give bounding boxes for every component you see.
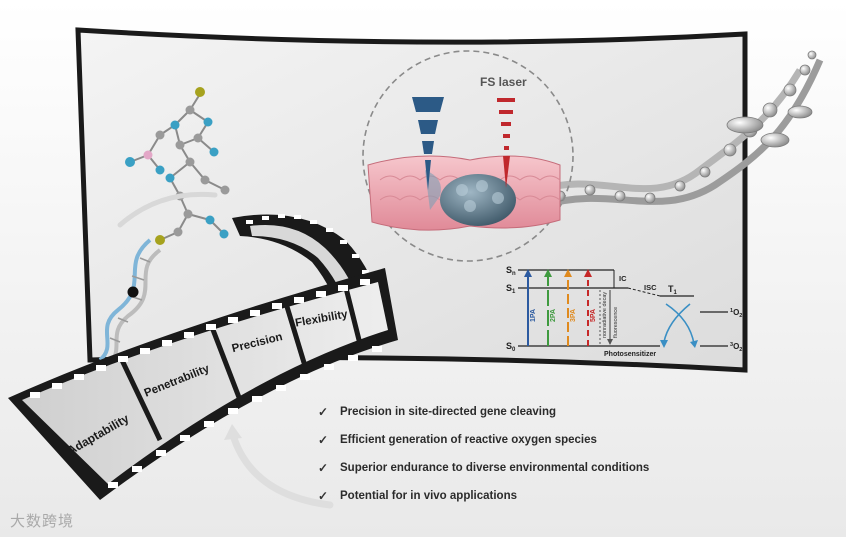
blue-laser-beam	[412, 97, 444, 190]
fluorescence-label: fluorescence	[613, 307, 619, 338]
watermark-logo: 大数跨境	[10, 512, 75, 530]
feature-item: ✓ Precision in site-directed gene cleavin…	[318, 398, 649, 426]
swoosh-arrow-head	[224, 424, 242, 440]
isc-label: ISC	[644, 283, 657, 292]
jablonski-diagram: Sn S1 S0 T1 IC ISC 1PA 2PA 3PA 5PA nonra…	[506, 265, 742, 358]
tumor-mass	[440, 174, 516, 226]
dna-helix-right	[538, 50, 824, 209]
checkmark-icon: ✓	[318, 461, 329, 475]
film-strip: Adaptability Penetrability Precision Fle…	[8, 214, 398, 500]
red-laser-beam	[497, 98, 515, 188]
feature-item: ✓ Efficient generation of reactive oxygen…	[318, 426, 649, 454]
label-2pa: 2PA	[550, 309, 557, 322]
feature-item: ✓ Superior endurance to diverse environme…	[318, 454, 649, 482]
magnification-circle	[362, 50, 574, 262]
photosensitizer-label: Photosensitizer	[604, 351, 656, 358]
t1-label: T1	[668, 284, 678, 296]
s0-label: S0	[506, 341, 516, 353]
laser-label: FS laser	[480, 75, 527, 89]
s1-label: S1	[506, 283, 516, 295]
feature-text: Efficient generation of reactive oxygen …	[340, 434, 597, 446]
feature-list: ✓ Precision in site-directed gene cleavin…	[318, 398, 649, 510]
dna-helix-left	[98, 238, 162, 367]
ic-label: IC	[619, 274, 627, 283]
label-1pa: 1PA	[530, 309, 537, 322]
feature-text: Precision in site-directed gene cleaving	[340, 406, 557, 418]
feature-text: Potential for in vivo applications	[340, 490, 517, 502]
molecule-structure	[125, 87, 230, 245]
energy-transfer-arrow-2	[663, 303, 691, 343]
swoosh-arrow-bottom	[228, 428, 334, 509]
label-5pa: 5PA	[590, 309, 597, 322]
energy-transfer-arrow-1	[665, 303, 695, 345]
feature-item: ✓ Potential for in vivo applications	[318, 482, 649, 510]
checkmark-icon: ✓	[318, 405, 329, 419]
nonradiative-label: nonradiative decay	[602, 292, 608, 338]
label-3pa: 3PA	[570, 309, 577, 322]
swoosh-arrow-top	[117, 191, 218, 228]
feature-text: Superior endurance to diverse environmen…	[340, 462, 650, 474]
checkmark-icon: ✓	[318, 489, 329, 503]
checkmark-icon: ✓	[318, 433, 329, 447]
sn-label: Sn	[506, 265, 516, 277]
triplet-oxygen-label: 3O2	[730, 342, 742, 353]
singlet-oxygen-label: 1O2	[730, 308, 742, 319]
